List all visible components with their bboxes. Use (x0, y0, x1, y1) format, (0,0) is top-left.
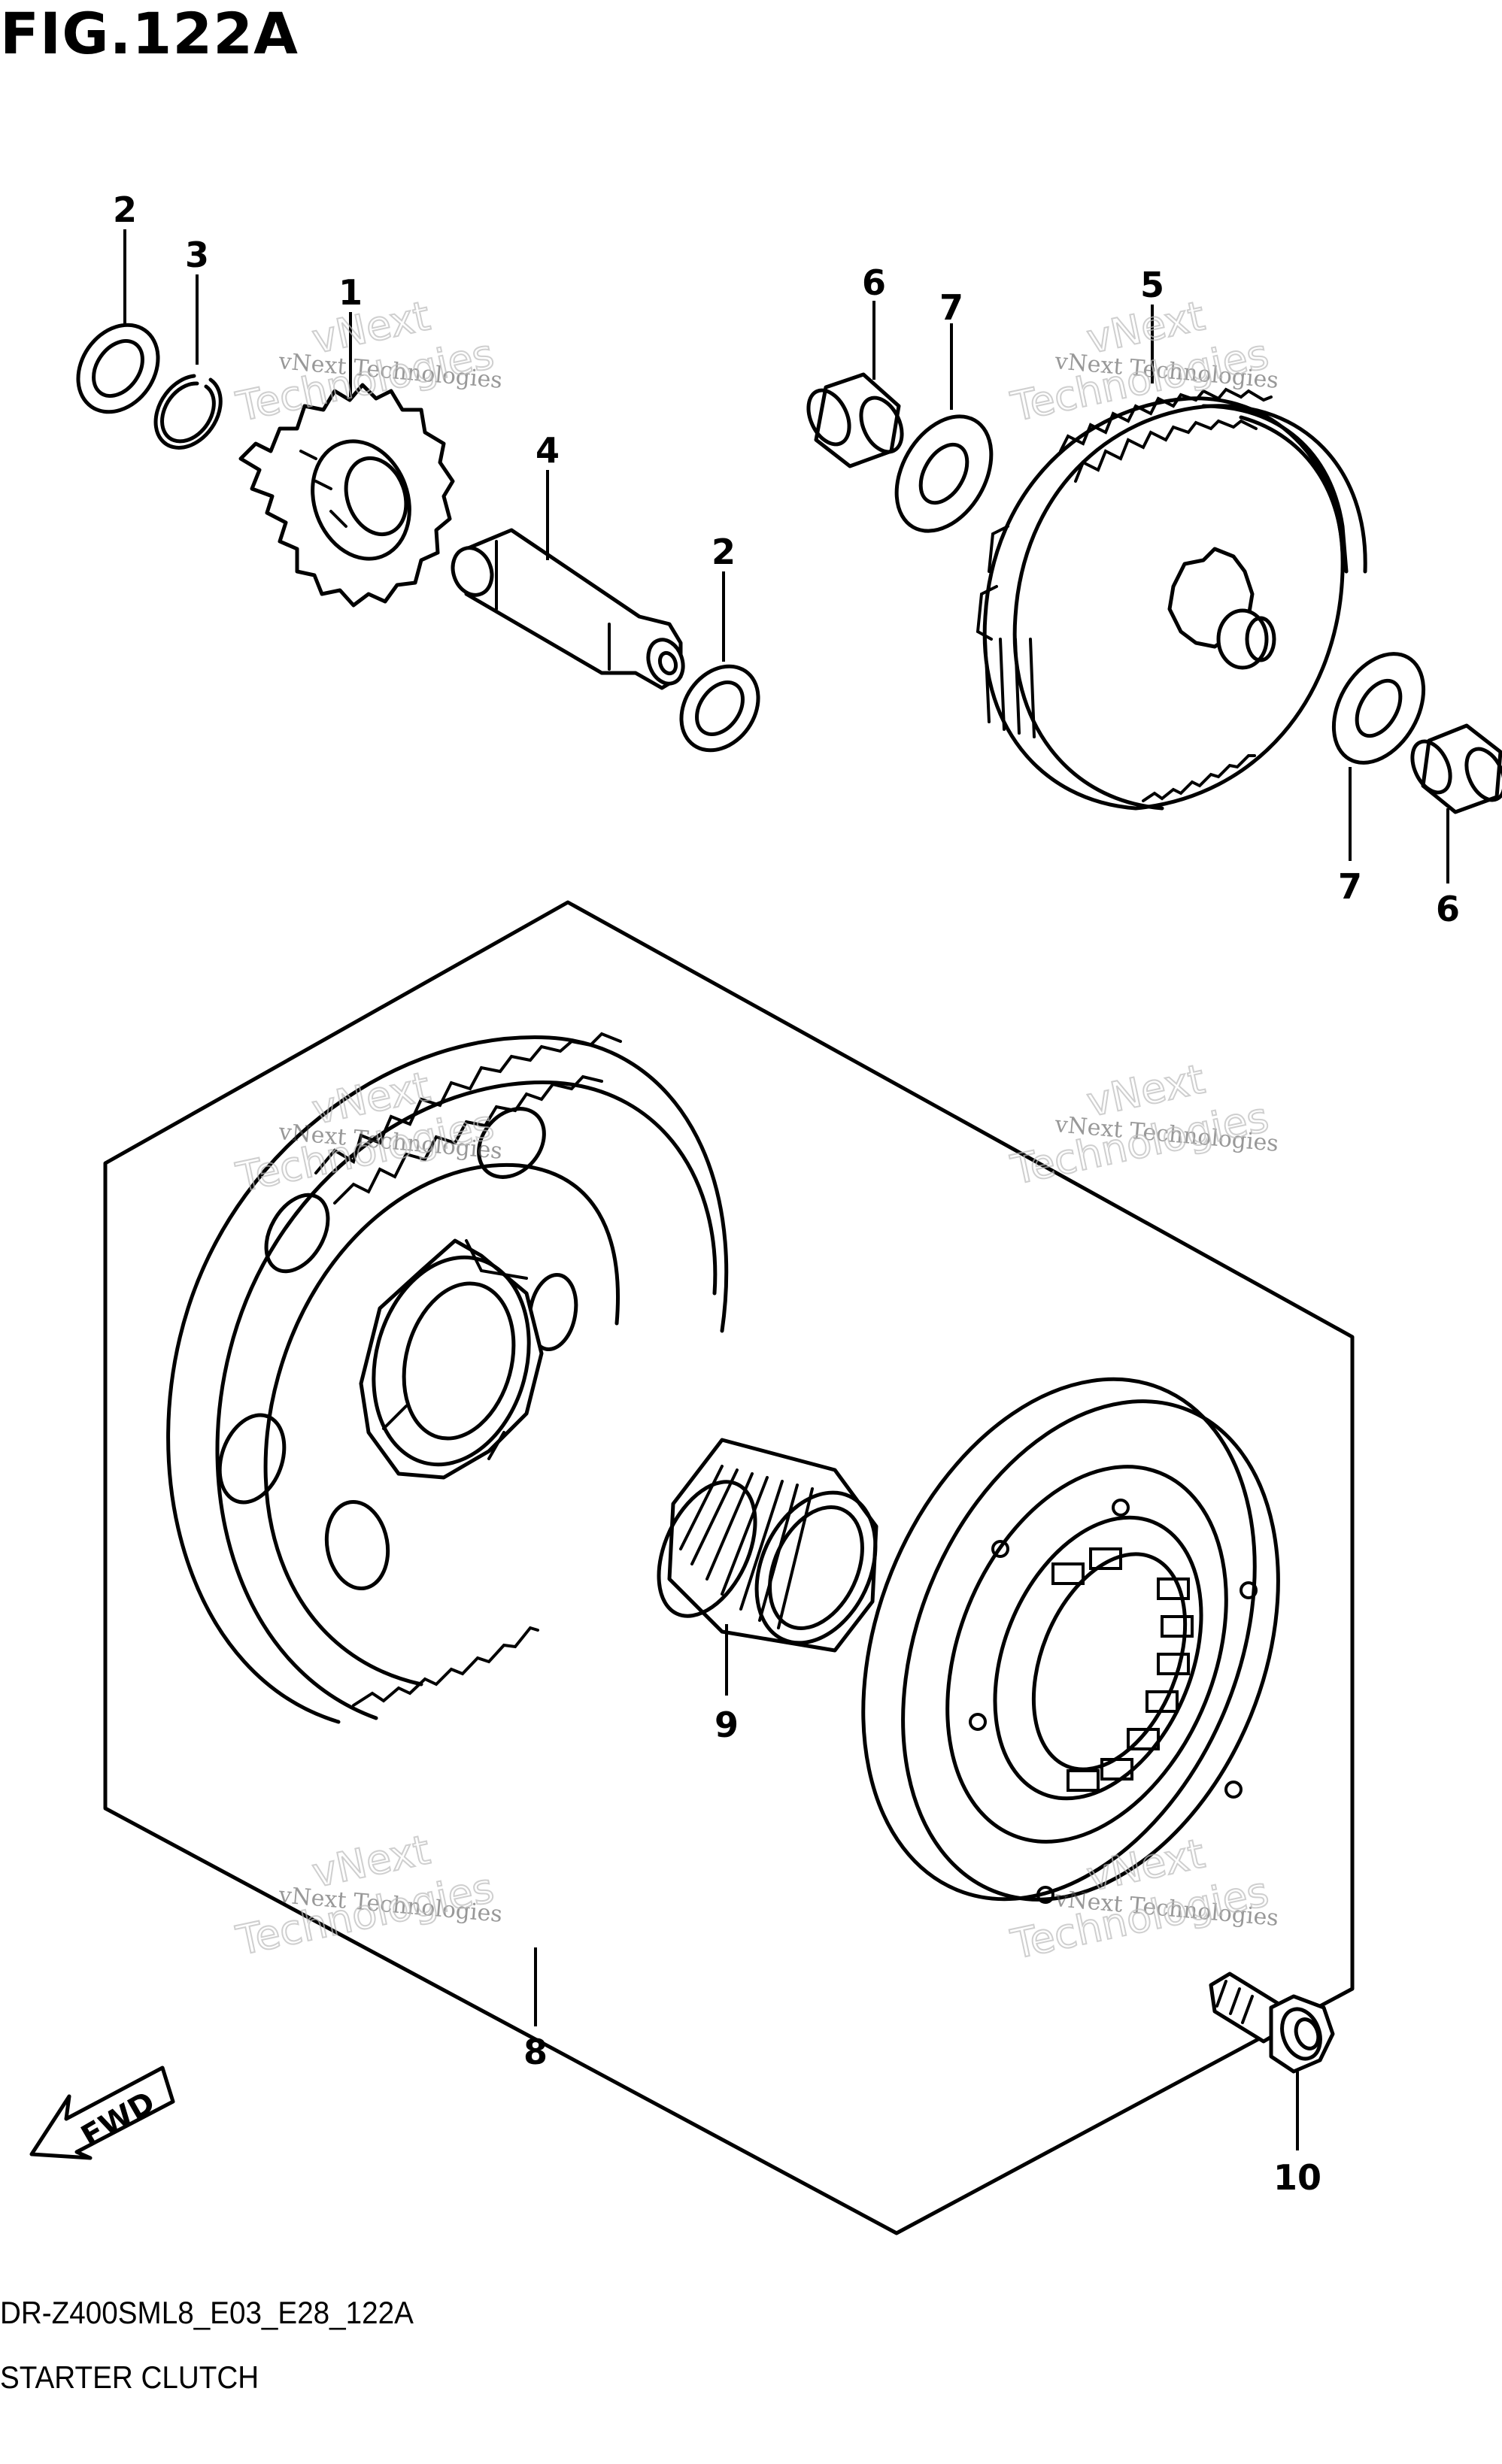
callout-5: 5 (1140, 265, 1164, 305)
callout-7b: 7 (1338, 866, 1362, 907)
part-bolt-10 (1209, 1972, 1335, 2150)
callout-1: 1 (338, 272, 363, 313)
callout-4: 4 (536, 430, 560, 471)
watermark-5: vNext Technologies vNext Technologies (232, 1825, 504, 1965)
callout-6b: 6 (1436, 889, 1460, 929)
part-washer-7b (1331, 652, 1426, 861)
callout-10: 10 (1273, 2157, 1321, 2198)
figure-caption: STARTER CLUTCH (0, 2359, 259, 2395)
callout-2b: 2 (712, 532, 736, 572)
part-needle-bearing-9 (657, 1438, 878, 1696)
callout-8: 8 (523, 2032, 548, 2072)
part-shaft-4 (451, 470, 685, 690)
part-bushing-6a (806, 301, 904, 468)
part-starter-gear-5 (976, 305, 1367, 811)
part-washer-7a (894, 323, 994, 533)
part-circlip-3 (153, 274, 223, 450)
figure-code: DR-Z400SML8_E03_E28_122A (0, 2295, 414, 2330)
callout-3: 3 (185, 235, 209, 275)
part-gear-1 (238, 312, 455, 608)
part-one-way-clutch (861, 1377, 1280, 1904)
callout-7a: 7 (939, 287, 963, 328)
watermark-3: vNext Technologies vNext Technologies (232, 1062, 504, 1202)
callout-2a: 2 (113, 189, 137, 230)
callout-9: 9 (715, 1705, 739, 1745)
part-bushing-6b (1410, 723, 1502, 883)
figure-title: FIG.122A (0, 0, 299, 67)
part-washer-2a (76, 229, 160, 414)
part-washer-2b (679, 571, 760, 753)
fwd-arrow-icon: FWD (29, 2065, 175, 2160)
part-clutch-gear-8 (166, 1032, 729, 1724)
assembly-frame-8 (103, 900, 1355, 2235)
callout-6a: 6 (862, 262, 886, 303)
watermark-4: vNext Technologies vNext Technologies (1006, 1054, 1280, 1195)
